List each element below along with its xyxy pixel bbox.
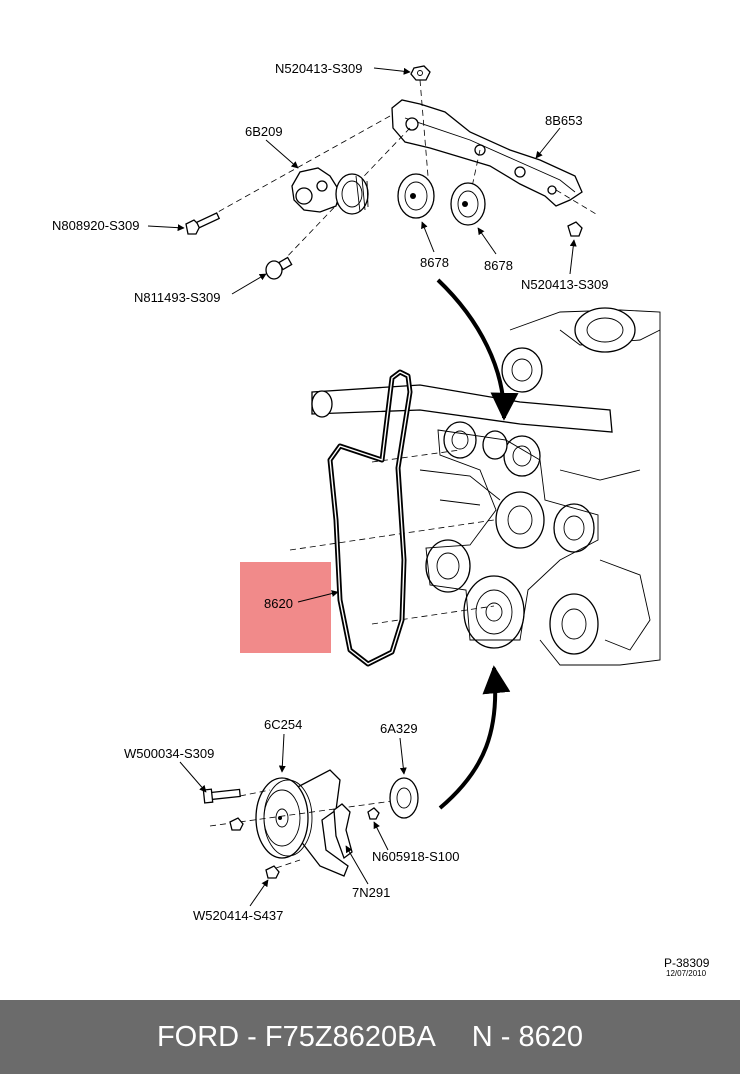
callout-bracket: 8B653 bbox=[545, 113, 583, 128]
belt-routing-diagram: N520413-S309 8B653 6B209 N808920-S309 86… bbox=[52, 61, 710, 978]
callout-bolt-w: W500034-S309 bbox=[124, 746, 214, 761]
callout-idler-a: 8678 bbox=[420, 255, 449, 270]
callout-nut-right: N520413-S309 bbox=[521, 277, 608, 292]
arrow-down bbox=[436, 278, 519, 421]
callout-damper: 6A329 bbox=[380, 721, 418, 736]
callout-bolt-lower: N811493-S309 bbox=[134, 290, 221, 305]
callout-idler-b: 8678 bbox=[484, 258, 513, 273]
footer-part-number: FORD - F75Z8620BA bbox=[156, 1020, 436, 1053]
upper-bracket-assembly bbox=[185, 65, 597, 280]
reference-date: 12/07/2010 bbox=[666, 969, 707, 978]
callout-bolt-n605: N605918-S100 bbox=[372, 849, 459, 864]
engine-front bbox=[289, 307, 661, 666]
callout-belt: 8620 bbox=[264, 596, 293, 611]
lower-pulley-assembly bbox=[202, 769, 419, 879]
callout-bracket-7n: 7N291 bbox=[352, 885, 390, 900]
callout-nut-w: W520414-S437 bbox=[193, 908, 283, 923]
reference-code: P-38309 bbox=[664, 956, 710, 970]
footer-bar: FORD - F75Z8620BA N - 8620 bbox=[0, 1000, 740, 1074]
highlight-box bbox=[240, 562, 331, 653]
callout-tensioner: 6B209 bbox=[245, 124, 283, 139]
footer-reference-number: N - 8620 bbox=[471, 1020, 584, 1053]
serpentine-belt bbox=[327, 369, 413, 667]
callout-pulley-assembly: 6C254 bbox=[264, 717, 302, 732]
leader-lines bbox=[147, 67, 577, 907]
callout-nut-top: N520413-S309 bbox=[275, 61, 362, 76]
callout-bolt-left: N808920-S309 bbox=[52, 218, 139, 233]
arrow-up bbox=[438, 665, 511, 810]
